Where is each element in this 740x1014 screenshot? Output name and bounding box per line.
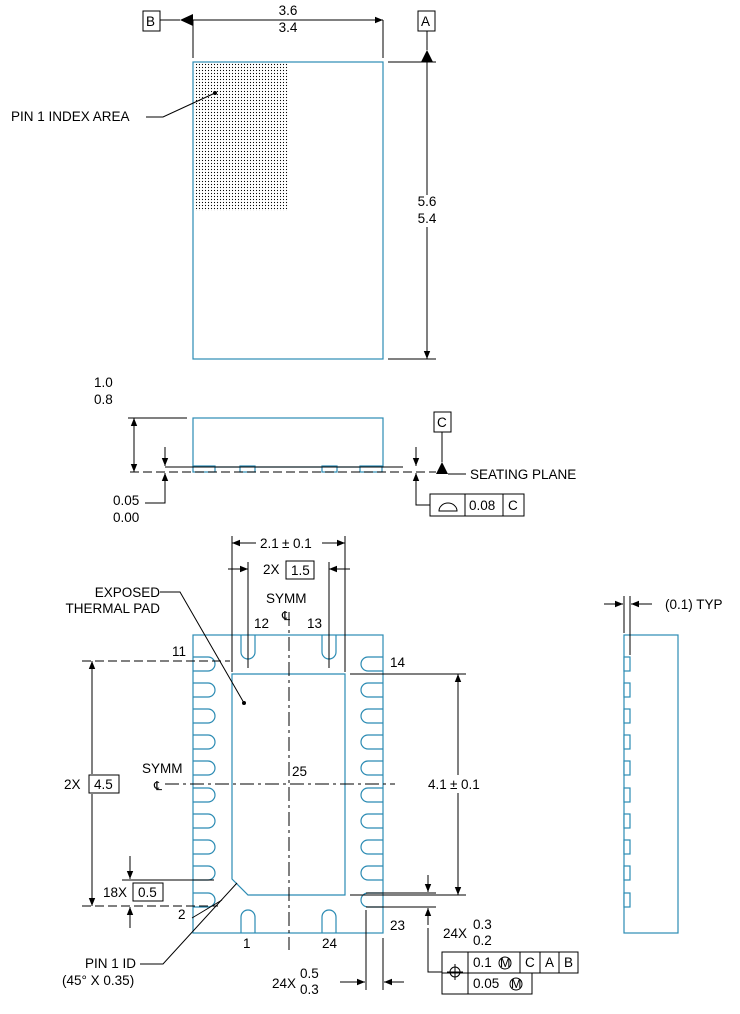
datum-a-triangle <box>421 50 433 62</box>
left-leads <box>193 656 216 908</box>
lead-w-max: 0.5 <box>300 966 319 981</box>
pad-length-value: 4.1 <box>428 777 447 792</box>
pin-25-label: 25 <box>292 764 307 779</box>
pin-13-label: 13 <box>307 616 322 631</box>
symm-left-label: SYMM <box>142 761 183 776</box>
lead-len-max: 0.3 <box>473 917 492 932</box>
package-outline <box>192 61 384 360</box>
lead-w-min: 0.3 <box>300 982 319 997</box>
pin1-index-leader <box>146 92 216 118</box>
centerline-symbol-top: ℄ <box>281 609 291 623</box>
profile-of-surface-icon <box>438 502 458 512</box>
svg-text:M: M <box>511 977 521 991</box>
standoff-max: 0.05 <box>113 493 139 508</box>
top-view: B 3.6 3.4 A 5.6 5.4 5.6 5.4 PIN 1 INDEX … <box>11 3 438 360</box>
bottom-leads <box>240 909 337 933</box>
svg-text:M: M <box>500 956 510 970</box>
end-offset-label: (0.1) TYP <box>665 597 723 612</box>
pad-width-tol-sign: ± <box>282 536 289 551</box>
side-outline <box>192 417 384 468</box>
pos-datum-c: C <box>525 955 535 970</box>
pos-tol-2: 0.05 <box>473 976 499 991</box>
end-outline <box>623 634 679 934</box>
datum-a-label: A <box>421 14 430 29</box>
side-view: 1.0 0.8 0.05 0.00 C SEATING PLANE 0.08 C <box>94 375 576 525</box>
lead-w-count: 24X <box>272 976 296 991</box>
width-max: 3.6 <box>279 3 298 18</box>
right-leads <box>360 656 383 908</box>
pad-length-tol-sign: ± <box>450 777 457 792</box>
exposed-pad-label-2: THERMAL PAD <box>65 601 160 616</box>
datum-b-triangle <box>180 14 193 26</box>
flatness-datum: C <box>508 498 518 513</box>
exposed-pad-label-1: EXPOSED <box>95 585 161 600</box>
pin-24-label: 24 <box>322 936 338 951</box>
pitch-h-value: 1.5 <box>291 563 310 578</box>
pos-datum-a: A <box>545 955 554 970</box>
lead-len-min: 0.2 <box>473 933 492 948</box>
end-view: (0.1) TYP <box>604 596 723 934</box>
pitch-v-value: 0.5 <box>138 885 157 900</box>
thermal-pad <box>231 673 346 896</box>
pin-23-label: 23 <box>390 918 405 933</box>
pitch-h-box <box>285 560 315 580</box>
pin1-id-chamfer: (45° X 0.35) <box>62 973 134 988</box>
pitch-v-box <box>132 882 164 902</box>
pin1-index-area <box>194 63 288 211</box>
bottom-view: 2.1 ± 0.1 2X 1.5 SYMM ℄ EXPOSED THERMAL … <box>60 534 579 997</box>
width-min: 3.4 <box>279 20 298 35</box>
span-value: 4.5 <box>94 777 113 792</box>
pitch-v-count: 18X <box>103 885 127 900</box>
pin-1-label: 1 <box>243 936 251 951</box>
pin-14-label: 14 <box>390 655 406 670</box>
lead-count: 24X <box>443 926 467 941</box>
span-count: 2X <box>64 777 81 792</box>
height-min: 0.8 <box>94 392 113 407</box>
flatness-value: 0.08 <box>469 498 495 513</box>
pos-datum-b: B <box>564 955 573 970</box>
pad-length-tol-value: 0.1 <box>461 777 480 792</box>
svg-text:5.6: 5.6 <box>418 194 437 209</box>
pin1-id-label: PIN 1 ID <box>85 956 136 971</box>
pad-width-tol-value: 0.1 <box>293 536 312 551</box>
centerline-symbol-left: ℄ <box>153 779 163 793</box>
pin-12-label: 12 <box>254 616 269 631</box>
datum-b-box <box>142 10 161 32</box>
height-max: 1.0 <box>94 375 113 390</box>
svg-text:5.4: 5.4 <box>418 211 437 226</box>
pitch-h-count: 2X <box>263 562 280 577</box>
datum-c-label: C <box>437 415 447 430</box>
pad-width-value: 2.1 <box>260 536 279 551</box>
position-icon <box>447 964 463 980</box>
symm-top-label: SYMM <box>266 591 307 606</box>
position-frame-2 <box>441 972 533 995</box>
standoff-min: 0.00 <box>113 510 139 525</box>
pos-tol-1: 0.1 <box>473 955 492 970</box>
datum-b-label: B <box>146 14 155 29</box>
pin-11-label: 11 <box>172 644 186 659</box>
span-box <box>88 774 120 794</box>
pin1-index-label: PIN 1 INDEX AREA <box>11 109 130 124</box>
seating-plane-label: SEATING PLANE <box>470 467 576 482</box>
pin-2-label: 2 <box>178 907 186 922</box>
